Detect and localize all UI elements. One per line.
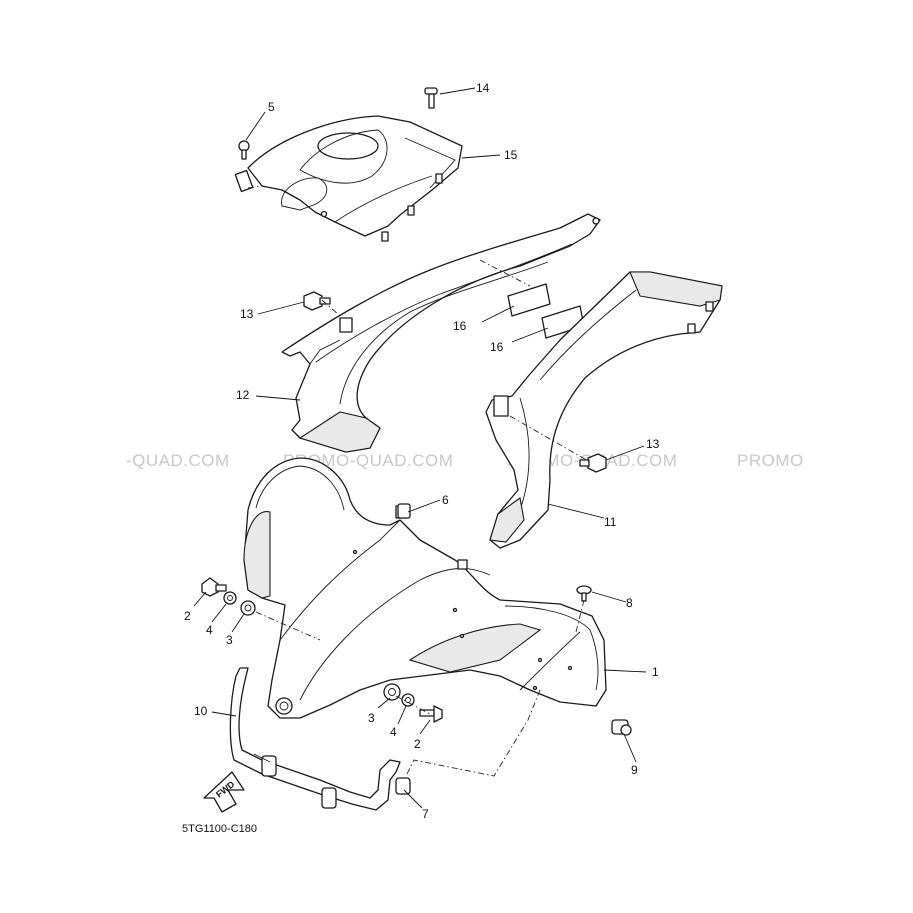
callout-12: 12 — [236, 388, 250, 402]
bolt-2-left — [201, 577, 227, 597]
leader-lines — [193, 87, 647, 809]
screw-8 — [576, 585, 592, 602]
callout-13: 13 — [240, 307, 254, 321]
grommet-3-right — [383, 683, 401, 701]
watermark-text: -QUAD.COM — [126, 451, 230, 470]
callout-2: 2 — [184, 609, 191, 623]
callout-1: 1 — [652, 665, 659, 679]
screw-5 — [238, 140, 250, 160]
callout-8: 8 — [626, 596, 633, 610]
callout-4: 4 — [390, 725, 397, 739]
bolt-13-right — [579, 453, 607, 473]
collar-4-left — [223, 591, 237, 605]
clip-9 — [611, 719, 632, 736]
callout-11: 11 — [604, 515, 617, 529]
callout-5: 5 — [268, 100, 275, 114]
callout-3: 3 — [226, 633, 233, 647]
watermark: -QUAD.COM PROMO-QUAD.COM PROMO-QUAD.COM … — [126, 451, 804, 470]
part-left-side-panel — [281, 213, 601, 453]
callout-16: 16 — [490, 340, 504, 354]
callout-9: 9 — [631, 763, 638, 777]
clip-7 — [395, 777, 411, 795]
callout-6: 6 — [442, 493, 449, 507]
callout-13: 13 — [646, 437, 660, 451]
grommet-3-left — [240, 600, 256, 616]
bolt-2-right — [419, 705, 443, 723]
stay-bracket-10 — [229, 667, 401, 811]
part-right-side-panel — [485, 271, 723, 549]
callout-10: 10 — [194, 704, 208, 718]
rivet-14 — [424, 87, 438, 109]
decal-16-upper — [507, 283, 551, 317]
part-front-fender — [243, 457, 607, 719]
callout-15: 15 — [504, 148, 518, 162]
callout-7: 7 — [422, 807, 429, 821]
callout-3: 3 — [368, 711, 375, 725]
callout-4: 4 — [206, 623, 213, 637]
callout-2: 2 — [414, 737, 421, 751]
watermark-text: PROMO — [737, 451, 804, 470]
diagram-code: 5TG1100-C180 — [182, 823, 257, 835]
callout-16: 16 — [453, 319, 467, 333]
callouts: 1 2 2 3 3 4 4 5 6 7 8 9 10 11 12 13 13 1… — [184, 81, 660, 821]
clip-6 — [397, 503, 411, 519]
assembly-lines — [247, 185, 591, 777]
bolt-13-left — [303, 291, 331, 311]
fwd-arrow-icon: FWD — [203, 771, 245, 813]
part-tank-cover — [234, 115, 463, 242]
callout-14: 14 — [476, 81, 490, 95]
